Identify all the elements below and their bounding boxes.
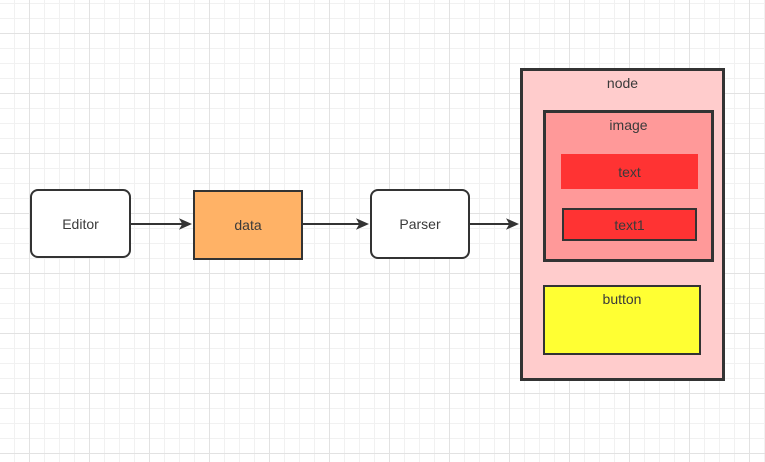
button-label: button [602,291,642,307]
node-label: node [606,75,639,91]
text1-node[interactable]: text1 [562,208,697,241]
arrow-data-to-parser[interactable] [303,218,369,230]
arrow-parser-to-node[interactable] [470,218,519,230]
data-node[interactable]: data [193,190,303,260]
editor-label: Editor [62,215,99,232]
parser-label: Parser [399,216,441,232]
button-node[interactable]: button [543,285,701,355]
parser-node[interactable]: Parser [370,189,470,259]
text-label: text [618,163,641,180]
arrow-editor-to-data[interactable] [131,218,192,230]
image-label: image [609,117,648,133]
node-container[interactable]: node image text text1 button [520,68,725,381]
text1-label: text1 [614,216,645,233]
image-container[interactable]: image text text1 [543,110,714,262]
data-label: data [234,217,262,233]
editor-node[interactable]: Editor [30,189,131,258]
text-node[interactable]: text [561,154,698,189]
